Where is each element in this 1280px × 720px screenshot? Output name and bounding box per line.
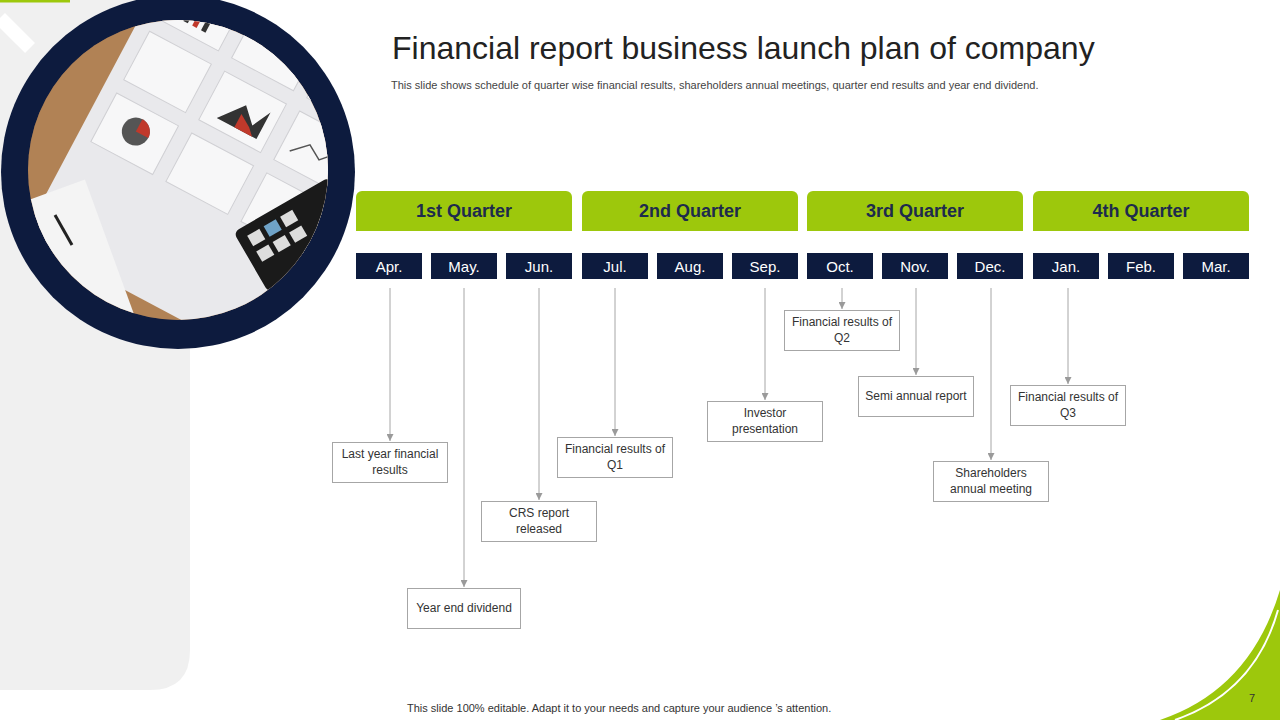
quarter-label: 2nd Quarter bbox=[639, 201, 741, 222]
leader-arrow bbox=[539, 288, 540, 500]
event-text: Semi annual report bbox=[865, 389, 966, 405]
event-box: Financial results of Q3 bbox=[1010, 385, 1126, 426]
month-label: Oct. bbox=[826, 258, 854, 275]
quarter-band: 3rd Quarter bbox=[807, 191, 1023, 231]
event-text: Shareholders annual meeting bbox=[940, 466, 1042, 497]
corner-swoosh bbox=[1160, 590, 1280, 720]
month-box: May. bbox=[431, 253, 497, 279]
event-text: Financial results of Q1 bbox=[564, 442, 666, 473]
event-text: Year end dividend bbox=[416, 601, 512, 617]
month-label: Apr. bbox=[376, 258, 403, 275]
leader-arrow bbox=[390, 288, 391, 441]
quarter-band: 1st Quarter bbox=[356, 191, 572, 231]
leader-arrow bbox=[842, 288, 843, 309]
event-text: Last year financial results bbox=[339, 447, 441, 478]
month-label: Aug. bbox=[675, 258, 706, 275]
slide-title: Financial report business launch plan of… bbox=[392, 30, 1095, 67]
leader-arrow bbox=[991, 288, 992, 460]
month-label: Jul. bbox=[603, 258, 626, 275]
event-box: Semi annual report bbox=[858, 376, 974, 417]
ring-gap bbox=[0, 18, 30, 48]
event-text: CRS report released bbox=[488, 506, 590, 537]
leader-arrow bbox=[615, 288, 616, 436]
event-box: CRS report released bbox=[481, 501, 597, 542]
month-label: May. bbox=[448, 258, 479, 275]
month-box: Nov. bbox=[882, 253, 948, 279]
month-box: Aug. bbox=[657, 253, 723, 279]
slide-subtitle: This slide shows schedule of quarter wis… bbox=[391, 79, 1039, 91]
event-box: Shareholders annual meeting bbox=[933, 461, 1049, 502]
quarter-label: 1st Quarter bbox=[416, 201, 512, 222]
month-box: Jan. bbox=[1033, 253, 1099, 279]
month-box: Apr. bbox=[356, 253, 422, 279]
month-box: Feb. bbox=[1108, 253, 1174, 279]
event-text: Investor presentation bbox=[714, 406, 816, 437]
month-label: Feb. bbox=[1126, 258, 1156, 275]
month-box: Dec. bbox=[957, 253, 1023, 279]
event-box: Financial results of Q2 bbox=[784, 310, 900, 351]
event-box: Last year financial results bbox=[332, 442, 448, 483]
month-box: Sep. bbox=[732, 253, 798, 279]
accent-line bbox=[0, 0, 70, 3]
quarter-band: 4th Quarter bbox=[1033, 191, 1249, 231]
month-box: Oct. bbox=[807, 253, 873, 279]
month-box: Jun. bbox=[506, 253, 572, 279]
month-box: Mar. bbox=[1183, 253, 1249, 279]
month-label: Jan. bbox=[1052, 258, 1080, 275]
leader-arrow bbox=[464, 288, 465, 587]
leader-arrow bbox=[1068, 288, 1069, 384]
page-number: 7 bbox=[1249, 692, 1255, 704]
quarter-label: 3rd Quarter bbox=[866, 201, 964, 222]
month-label: Dec. bbox=[975, 258, 1006, 275]
leader-arrow bbox=[916, 288, 917, 375]
leader-arrow bbox=[765, 288, 766, 400]
month-label: Sep. bbox=[750, 258, 781, 275]
event-box: Financial results of Q1 bbox=[557, 437, 673, 478]
quarter-band: 2nd Quarter bbox=[582, 191, 798, 231]
month-label: Mar. bbox=[1201, 258, 1230, 275]
event-text: Financial results of Q3 bbox=[1017, 390, 1119, 421]
footer-note: This slide 100% editable. Adapt it to yo… bbox=[407, 702, 831, 714]
event-box: Year end dividend bbox=[407, 588, 521, 629]
month-box: Jul. bbox=[582, 253, 648, 279]
event-text: Financial results of Q2 bbox=[791, 315, 893, 346]
event-box: Investor presentation bbox=[707, 401, 823, 442]
swoosh-highlight bbox=[1175, 610, 1278, 720]
month-label: Nov. bbox=[900, 258, 930, 275]
quarter-label: 4th Quarter bbox=[1092, 201, 1189, 222]
desk-photo bbox=[0, 0, 443, 377]
month-label: Jun. bbox=[525, 258, 553, 275]
